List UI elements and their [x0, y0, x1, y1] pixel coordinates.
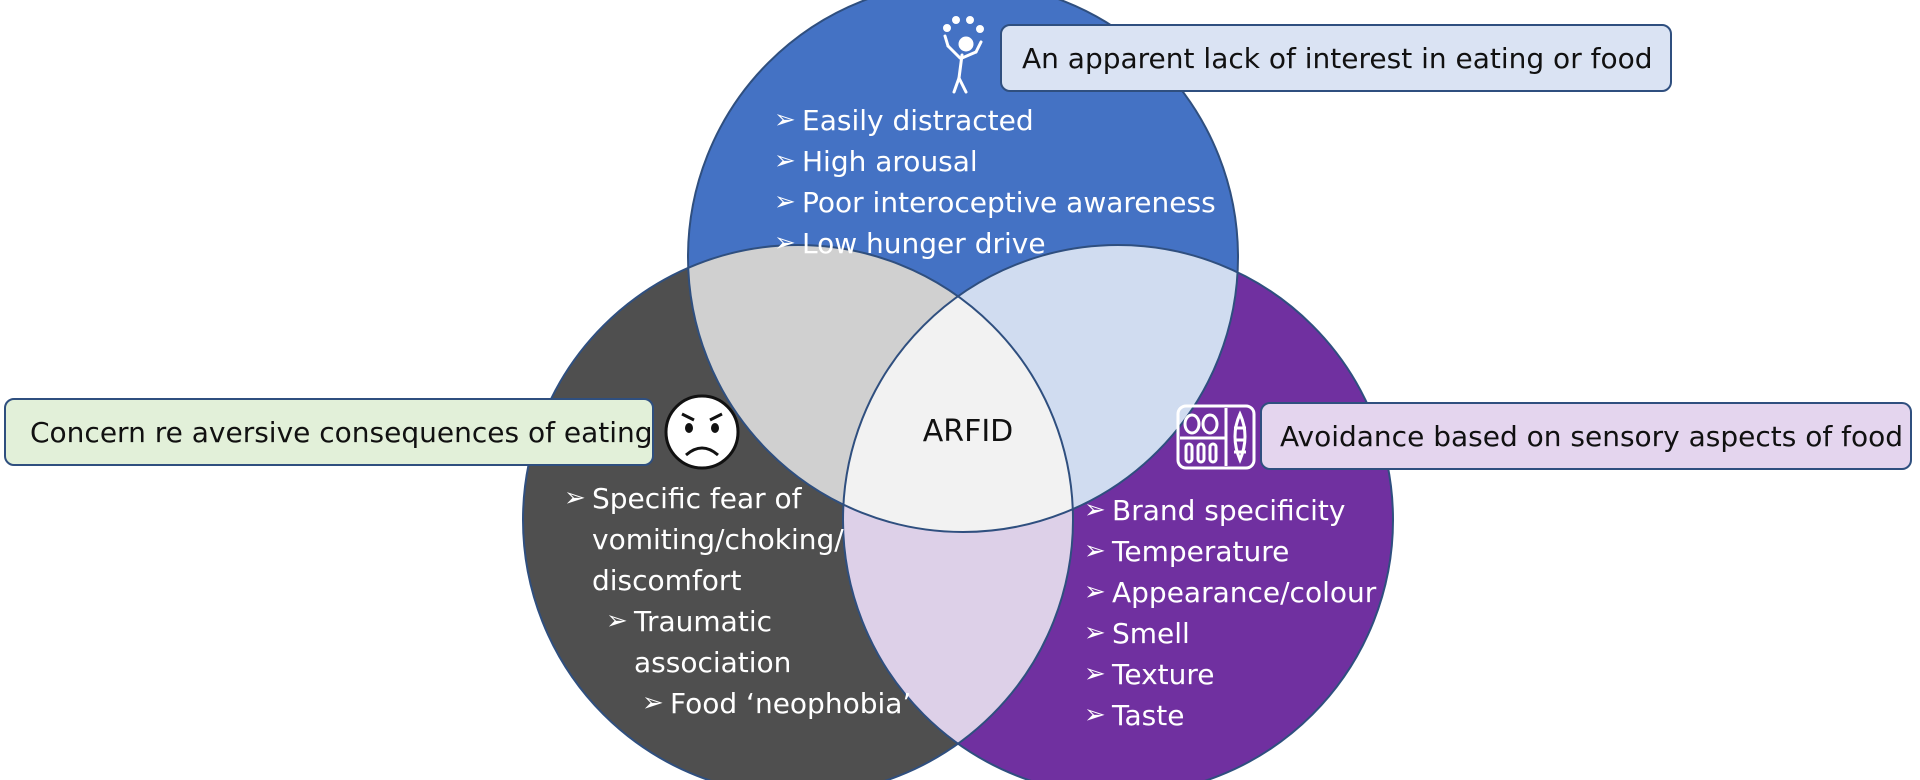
list-item: Temperature [1084, 531, 1376, 572]
overlap-center [843, 245, 1073, 532]
callout-top: An apparent lack of interest in eating o… [1000, 24, 1672, 92]
list-item: Appearance/colour [1084, 572, 1376, 613]
callout-left: Concern re aversive consequences of eati… [4, 398, 654, 466]
list-item: ➢Food ‘neophobia’ [642, 687, 912, 720]
list-item: Texture [1084, 654, 1376, 695]
list-item-text: Specific fear of [592, 482, 802, 515]
callout-right: Avoidance based on sensory aspects of fo… [1260, 402, 1912, 470]
list-item: Brand specificity [1084, 490, 1376, 531]
juggler-icon [943, 16, 984, 94]
list-item: Smell [1084, 613, 1376, 654]
left-circle-list: ➢Specific fear of vomiting/choking/ disc… [564, 478, 911, 724]
worried-face-icon [664, 394, 740, 470]
list-item: Easily distracted [774, 100, 1216, 141]
list-item: Taste [1084, 695, 1376, 736]
center-label: ARFID [922, 414, 1014, 449]
list-item: Low hunger drive [774, 223, 1216, 264]
food-tray-icon [1176, 404, 1256, 470]
list-item: Poor interoceptive awareness [774, 182, 1216, 223]
right-circle-list: Brand specificity Temperature Appearance… [1084, 490, 1376, 736]
list-item: High arousal [774, 141, 1216, 182]
list-item-continuation: association [634, 646, 792, 679]
list-item-continuation: discomfort [592, 564, 742, 597]
list-item-text: Food ‘neophobia’ [670, 687, 912, 720]
top-circle-list: Easily distracted High arousal Poor inte… [774, 100, 1216, 264]
list-item-continuation: vomiting/choking/ [592, 523, 844, 556]
list-item: ➢Traumatic [606, 605, 772, 638]
list-item: ➢Specific fear of [564, 482, 802, 515]
list-item-text: Traumatic [634, 605, 772, 638]
